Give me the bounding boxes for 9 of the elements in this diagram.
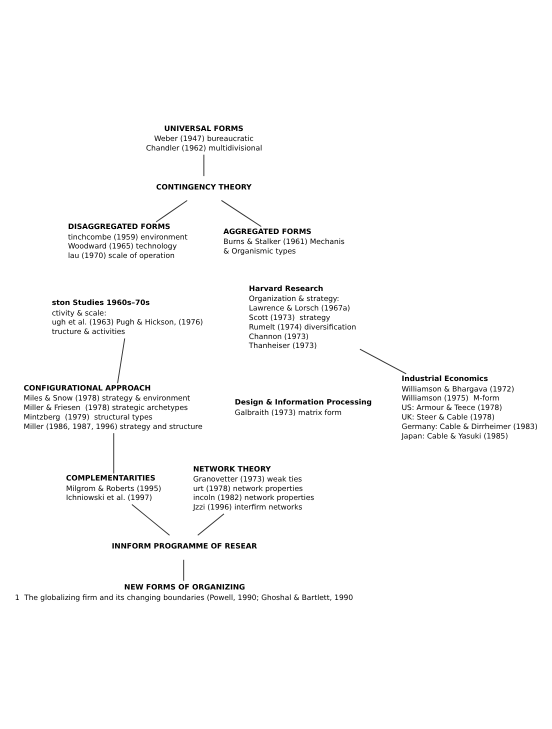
connector [156,200,188,222]
connector [359,348,407,374]
connector [220,200,262,227]
connector [113,432,114,474]
connector [203,154,204,177]
connector [117,338,126,384]
connector [197,513,224,536]
connector [131,504,170,536]
connector [183,559,184,582]
